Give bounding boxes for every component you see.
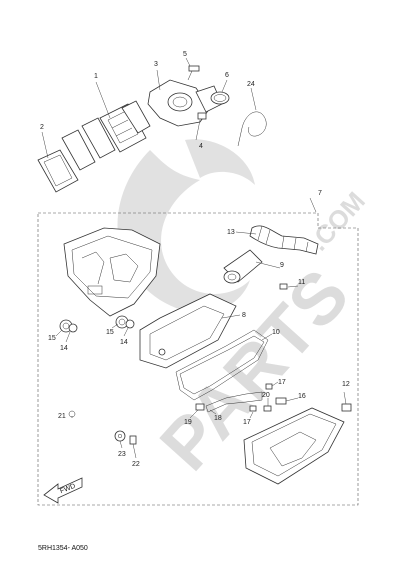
case-outer: [63, 227, 161, 317]
callout-2: 2: [40, 124, 44, 131]
watermark-swirl-logo-inner: [185, 139, 255, 185]
callouts: 1 2 3 4 5 6 7 8 9 10 11 12 13 14 14 15 1…: [40, 51, 350, 468]
bolt-4: [197, 112, 207, 120]
washer-23: [114, 430, 126, 442]
leader-lines: [41, 57, 347, 459]
drain-hose-18: [205, 391, 263, 413]
hose-clamp-6: [210, 91, 230, 105]
reed-plate-b: [81, 117, 116, 159]
reed-valve-block: [99, 103, 147, 153]
callout-17b: 17: [243, 419, 251, 426]
fwd-arrow-icon: FWD: [43, 477, 83, 504]
bolt-22: [129, 435, 137, 445]
callout-3: 3: [154, 61, 158, 68]
callout-14b: 14: [120, 339, 128, 346]
intake-joint-9: [223, 249, 263, 284]
intake-manifold-group: [147, 65, 267, 147]
callout-19: 19: [184, 419, 192, 426]
callout-14a: 14: [60, 345, 68, 352]
callout-7: 7: [318, 190, 322, 197]
reed-valve-group: [37, 100, 151, 193]
callout-24: 24: [247, 81, 255, 88]
reed-plate-a: [61, 129, 96, 171]
grommet-left: [59, 319, 78, 333]
assembly-boundary: [37, 212, 359, 506]
callout-16: 16: [298, 393, 306, 400]
callout-10: 10: [272, 329, 280, 336]
bolt-11: [279, 283, 288, 290]
spring-24: [241, 111, 267, 137]
callout-1: 1: [94, 73, 98, 80]
callout-13: 13: [227, 229, 235, 236]
grommet-right: [115, 315, 135, 329]
case-seal-10: [175, 329, 269, 401]
clamp-19: [195, 403, 205, 411]
callout-15b: 15: [106, 329, 114, 336]
intake-duct-13: [249, 225, 319, 255]
reed-stopper: [121, 100, 151, 134]
callout-8: 8: [242, 312, 246, 319]
air-cleaner-case: [63, 227, 161, 317]
callout-6: 6: [225, 72, 229, 79]
breather-16: [275, 397, 287, 405]
callout-23: 23: [118, 451, 126, 458]
callout-18: 18: [214, 415, 222, 422]
callout-4: 4: [199, 143, 203, 150]
clip-17a: [265, 383, 273, 390]
screw-12: [341, 403, 352, 412]
air-cleaner-cover: [243, 407, 345, 485]
callout-15a: 15: [48, 335, 56, 342]
callout-9: 9: [280, 262, 284, 269]
callout-22: 22: [132, 461, 140, 468]
callout-5: 5: [183, 51, 187, 58]
callout-17a: 17: [278, 379, 286, 386]
bolt-5: [188, 65, 200, 72]
callout-11: 11: [298, 279, 305, 286]
callout-20: 20: [262, 392, 270, 399]
clip-17b: [249, 405, 257, 412]
plug-20: [263, 405, 272, 412]
callout-12: 12: [342, 381, 350, 388]
callout-21: 21: [58, 413, 66, 420]
diagram-code: 5RH1354- A050: [38, 545, 88, 552]
